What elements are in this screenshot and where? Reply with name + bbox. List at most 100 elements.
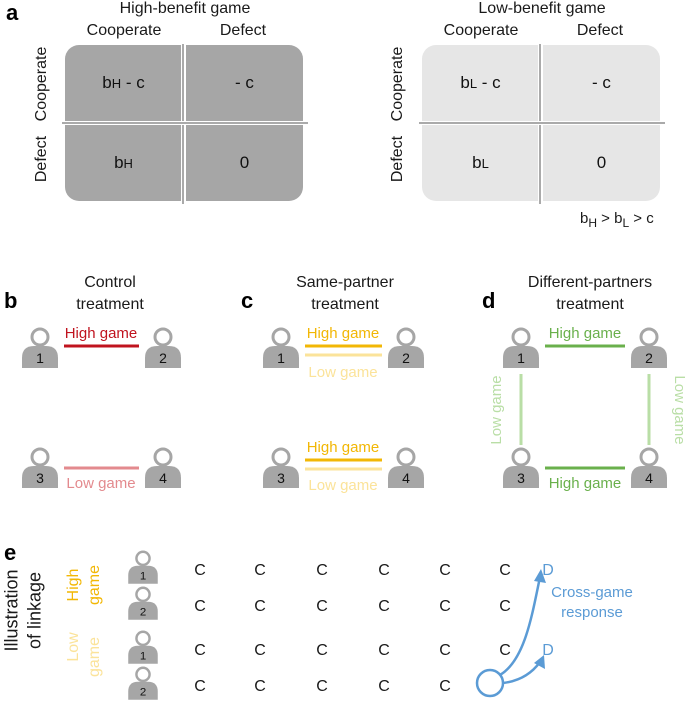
player-number: 4 (645, 470, 653, 486)
low-dc-sub: L (481, 155, 489, 171)
low-cc-b: b (460, 73, 470, 92)
person-body (388, 346, 424, 368)
person-body (263, 466, 299, 488)
person-head (396, 447, 416, 467)
person-head (511, 447, 531, 467)
high-cd-value: - c (235, 73, 254, 92)
player-number: 2 (159, 350, 167, 366)
high-cell-dd: 0 (186, 125, 303, 201)
person-icon: 1 (128, 550, 158, 584)
cooperate-choice: C (439, 678, 451, 695)
control-title-line2: treatment (76, 296, 144, 313)
high-cc-sub: H (111, 75, 122, 91)
person-head (396, 327, 416, 347)
cooperate-choice: C (194, 598, 206, 615)
cooperate-choice: C (378, 642, 390, 659)
person-icon: 3 (503, 447, 539, 488)
person-head (153, 447, 173, 467)
low-cc-sub: L (469, 75, 478, 91)
cooperate-choice: C (316, 598, 328, 615)
person-body (128, 645, 158, 664)
same-high-label-bottom: High game (307, 439, 380, 456)
low-row-defect: Defect (389, 135, 406, 183)
person-head (135, 666, 151, 683)
cooperate-choice: C (439, 598, 451, 615)
defect-circle (475, 668, 505, 698)
benefit-inequality: bH > bL > c (580, 210, 654, 230)
person-icon: 3 (22, 447, 58, 488)
person-head (135, 586, 151, 603)
player-number: 1 (277, 350, 285, 366)
person-icon: 1 (503, 327, 539, 368)
person-icon: 4 (631, 447, 667, 488)
high-cell-cd: - c (186, 45, 303, 121)
ineq-gt1: > b (597, 210, 623, 227)
high-col-cooperate: Cooperate (86, 22, 162, 39)
person-icon: 2 (631, 327, 667, 368)
high-cc-b: b (102, 73, 112, 92)
player-number: 2 (140, 687, 146, 699)
linkage-low-label-2: game (86, 637, 103, 677)
cooperate-choice: C (254, 598, 266, 615)
cooperate-choice: C (439, 562, 451, 579)
person-body (503, 346, 539, 368)
person-body (22, 346, 58, 368)
cross-game-arrow-down (502, 661, 542, 685)
low-cell-dd: 0 (543, 125, 660, 201)
person-icon: 2 (388, 327, 424, 368)
high-col-defect: Defect (219, 22, 267, 39)
ineq-gt2: > c (629, 210, 654, 227)
player-number: 1 (36, 350, 44, 366)
person-body (22, 466, 58, 488)
ineq-b1: b (580, 210, 589, 227)
player-number: 2 (140, 607, 146, 619)
cooperate-choice: C (316, 642, 328, 659)
cooperate-choice: C (194, 562, 206, 579)
person-head (135, 630, 151, 647)
person-head (639, 327, 659, 347)
treatments-diagram: High game Low game High game Low game Hi… (22, 325, 685, 494)
player-number: 1 (140, 571, 146, 583)
player-number: 4 (402, 470, 410, 486)
person-head (135, 550, 151, 567)
cooperate-choice: C (194, 642, 206, 659)
control-low-label: Low game (66, 475, 135, 492)
person-head (30, 327, 50, 347)
low-cell-cd: - c (543, 45, 660, 121)
low-cc-tail: - c (477, 73, 501, 92)
person-icon: 4 (145, 447, 181, 488)
high-game-title: High-benefit game (119, 0, 251, 17)
diff-low-label-left: Low game (488, 375, 505, 444)
person-body (631, 466, 667, 488)
panel-c-letter: c (241, 288, 254, 313)
cooperate-choice: C (499, 642, 511, 659)
low-col-defect: Defect (576, 22, 624, 39)
control-high-label: High game (65, 325, 138, 342)
cooperate-choice: C (316, 678, 328, 695)
person-icon: 2 (128, 666, 158, 700)
person-body (263, 346, 299, 368)
same-title-line2: treatment (311, 296, 379, 313)
diff-high-label-top: High game (549, 325, 622, 342)
person-head (271, 447, 291, 467)
cooperate-choice: C (439, 642, 451, 659)
linkage-high-label-2: game (86, 565, 103, 605)
high-dc-sub: H (123, 155, 133, 171)
cross-game-arrow-up (499, 576, 542, 677)
player-number: 1 (140, 651, 146, 663)
defect-choice: D (542, 562, 554, 579)
same-low-label-bottom: Low game (308, 477, 377, 494)
high-cc-tail: - c (121, 73, 145, 92)
person-body (145, 466, 181, 488)
cooperate-choice: C (499, 598, 511, 615)
player-number: 3 (277, 470, 285, 486)
cooperate-choice: C (378, 598, 390, 615)
player-number: 4 (159, 470, 167, 486)
person-body (631, 346, 667, 368)
cooperate-choice: C (194, 678, 206, 695)
cross-game-arrowhead-up (534, 569, 546, 583)
same-title-line1: Same-partner (296, 274, 394, 291)
linkage-high-label-1: High (65, 569, 82, 602)
